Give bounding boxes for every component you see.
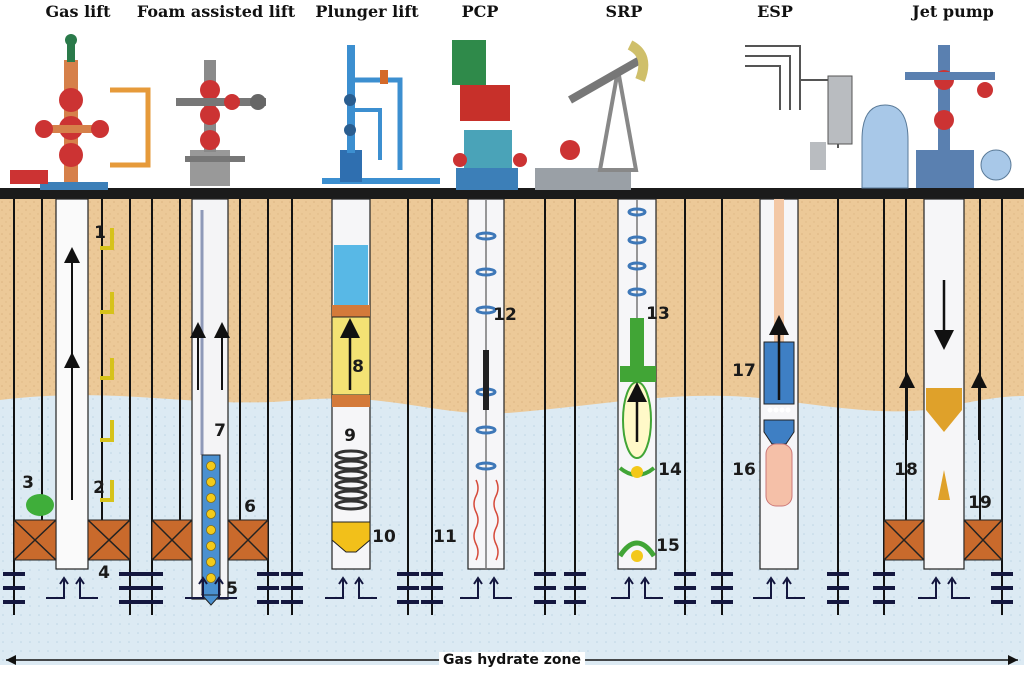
ground-surface xyxy=(0,188,1024,199)
inflow-arrow xyxy=(325,576,377,599)
label-7: 7 xyxy=(214,421,226,441)
jet-pump-well xyxy=(861,45,1012,570)
label-15: 15 xyxy=(656,536,680,556)
label-16: 16 xyxy=(732,460,756,480)
label-11: 11 xyxy=(433,527,457,547)
label-12: 12 xyxy=(493,305,517,325)
label-6: 6 xyxy=(244,497,256,517)
perforations xyxy=(3,572,1013,604)
header-foam-assisted-lift: Foam assisted lift xyxy=(136,2,296,21)
label-13: 13 xyxy=(646,304,670,324)
inflow-arrows xyxy=(46,576,970,599)
gas-lift-well xyxy=(10,34,151,570)
inflow-arrow xyxy=(753,576,805,599)
label-5: 5 xyxy=(226,579,238,599)
header-gas-lift: Gas lift xyxy=(45,2,111,21)
esp-well xyxy=(745,45,853,570)
label-17: 17 xyxy=(732,361,756,381)
pcp-well xyxy=(452,40,527,570)
inflow-arrow xyxy=(185,576,237,599)
label-4: 4 xyxy=(98,563,110,583)
label-1: 1 xyxy=(94,223,106,243)
inflow-arrow xyxy=(918,576,970,599)
label-14: 14 xyxy=(658,460,682,480)
label-2: 2 xyxy=(93,478,105,498)
header-plunger-lift: Plunger lift xyxy=(315,2,419,21)
label-19: 19 xyxy=(968,493,992,513)
inflow-arrow xyxy=(611,576,663,599)
header-srp: SRP xyxy=(605,2,643,21)
label-18: 18 xyxy=(894,460,918,480)
label-3: 3 xyxy=(22,473,34,493)
plunger-lift-well xyxy=(322,45,440,570)
foam-assisted-lift-well xyxy=(151,60,269,606)
header-pcp: PCP xyxy=(461,2,499,21)
srp-well xyxy=(535,40,657,570)
inflow-arrow xyxy=(460,576,512,599)
gas-hydrate-zone-label: Gas hydrate zone xyxy=(439,652,585,668)
inflow-arrow xyxy=(46,576,98,599)
label-10: 10 xyxy=(372,527,396,547)
header-jet-pump: Jet pump xyxy=(912,2,994,21)
label-9: 9 xyxy=(344,426,356,446)
header-esp: ESP xyxy=(757,2,793,21)
label-8: 8 xyxy=(352,357,364,377)
